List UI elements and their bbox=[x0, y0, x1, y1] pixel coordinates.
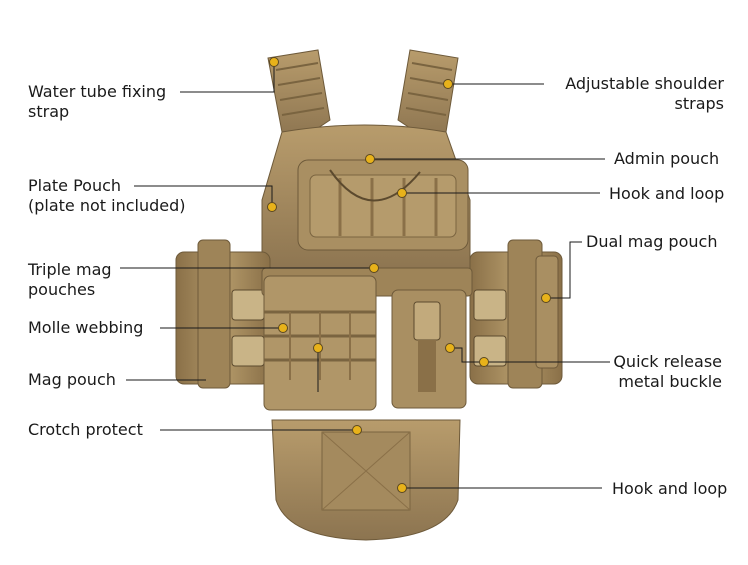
marker-dot bbox=[445, 343, 455, 353]
leader-shoulder-straps bbox=[443, 79, 544, 89]
label-plate-pouch: Plate Pouch (plate not included) bbox=[28, 176, 186, 216]
leader-crotch bbox=[160, 425, 362, 435]
label-line: Hook and loop bbox=[612, 479, 728, 498]
crotch-protector bbox=[271, 419, 461, 541]
label-line: Plate Pouch bbox=[28, 176, 122, 195]
label-line: Triple mag bbox=[28, 260, 112, 279]
label-crotch-protect: Crotch protect bbox=[28, 420, 143, 440]
front-mag-pouch bbox=[263, 275, 377, 411]
side-mag-pouches bbox=[197, 239, 559, 389]
label-mag-pouch: Mag pouch bbox=[28, 370, 116, 390]
label-line: (plate not included) bbox=[28, 196, 186, 215]
marker-dot bbox=[267, 202, 277, 212]
label-admin-pouch: Admin pouch bbox=[614, 149, 719, 169]
admin-pouch bbox=[297, 159, 469, 251]
leader-molle bbox=[160, 323, 288, 333]
marker-dot bbox=[541, 293, 551, 303]
label-hook-and-loop-top: Hook and loop bbox=[609, 184, 724, 204]
label-adjustable-shoulder-straps: Adjustable shoulder straps bbox=[565, 74, 724, 114]
marker-dot bbox=[369, 263, 379, 273]
label-line: pouches bbox=[28, 280, 96, 299]
label-hook-and-loop-bottom: Hook and loop bbox=[612, 479, 727, 499]
label-line: Molle webbing bbox=[28, 318, 144, 337]
leader-hook-loop-top bbox=[397, 188, 600, 198]
label-line: Admin pouch bbox=[614, 149, 720, 168]
leader-admin-pouch bbox=[365, 154, 605, 164]
label-quick-release-metal-buckle: Quick release metal buckle bbox=[613, 352, 722, 392]
leader-water-tube bbox=[180, 57, 279, 93]
leader-hook-loop-bottom bbox=[397, 483, 602, 493]
leader-triple-mag bbox=[120, 263, 379, 273]
label-line: metal buckle bbox=[618, 372, 722, 391]
label-line: Mag pouch bbox=[28, 370, 116, 389]
label-line: Adjustable shoulder bbox=[565, 74, 724, 93]
leader-quick-release bbox=[445, 343, 610, 367]
marker-dot bbox=[479, 357, 489, 367]
leader-plate-pouch bbox=[134, 185, 277, 212]
label-line: Crotch protect bbox=[28, 420, 143, 439]
marker-dot bbox=[443, 79, 453, 89]
label-triple-mag-pouches: Triple mag pouches bbox=[28, 260, 112, 300]
label-dual-mag-pouch: Dual mag pouch bbox=[586, 232, 717, 252]
label-line: strap bbox=[28, 102, 70, 121]
label-molle-webbing: Molle webbing bbox=[28, 318, 143, 338]
marker-dot bbox=[352, 425, 362, 435]
leader-mag-pouch bbox=[126, 343, 323, 392]
label-line: straps bbox=[674, 94, 724, 113]
label-line: Quick release bbox=[613, 352, 722, 371]
label-water-tube-fixing-strap: Water tube fixing strap bbox=[28, 82, 166, 122]
marker-dot bbox=[313, 343, 323, 353]
front-utility-pouch bbox=[391, 289, 467, 409]
leader-dual-mag bbox=[541, 241, 582, 303]
marker-dot bbox=[397, 188, 407, 198]
marker-dot bbox=[269, 57, 279, 67]
marker-dot bbox=[365, 154, 375, 164]
label-line: Water tube fixing bbox=[28, 82, 167, 101]
label-line: Dual mag pouch bbox=[586, 232, 718, 251]
label-line: Hook and loop bbox=[609, 184, 725, 203]
marker-dot bbox=[278, 323, 288, 333]
marker-dot bbox=[397, 483, 407, 493]
quick-release-buckles bbox=[231, 289, 507, 367]
